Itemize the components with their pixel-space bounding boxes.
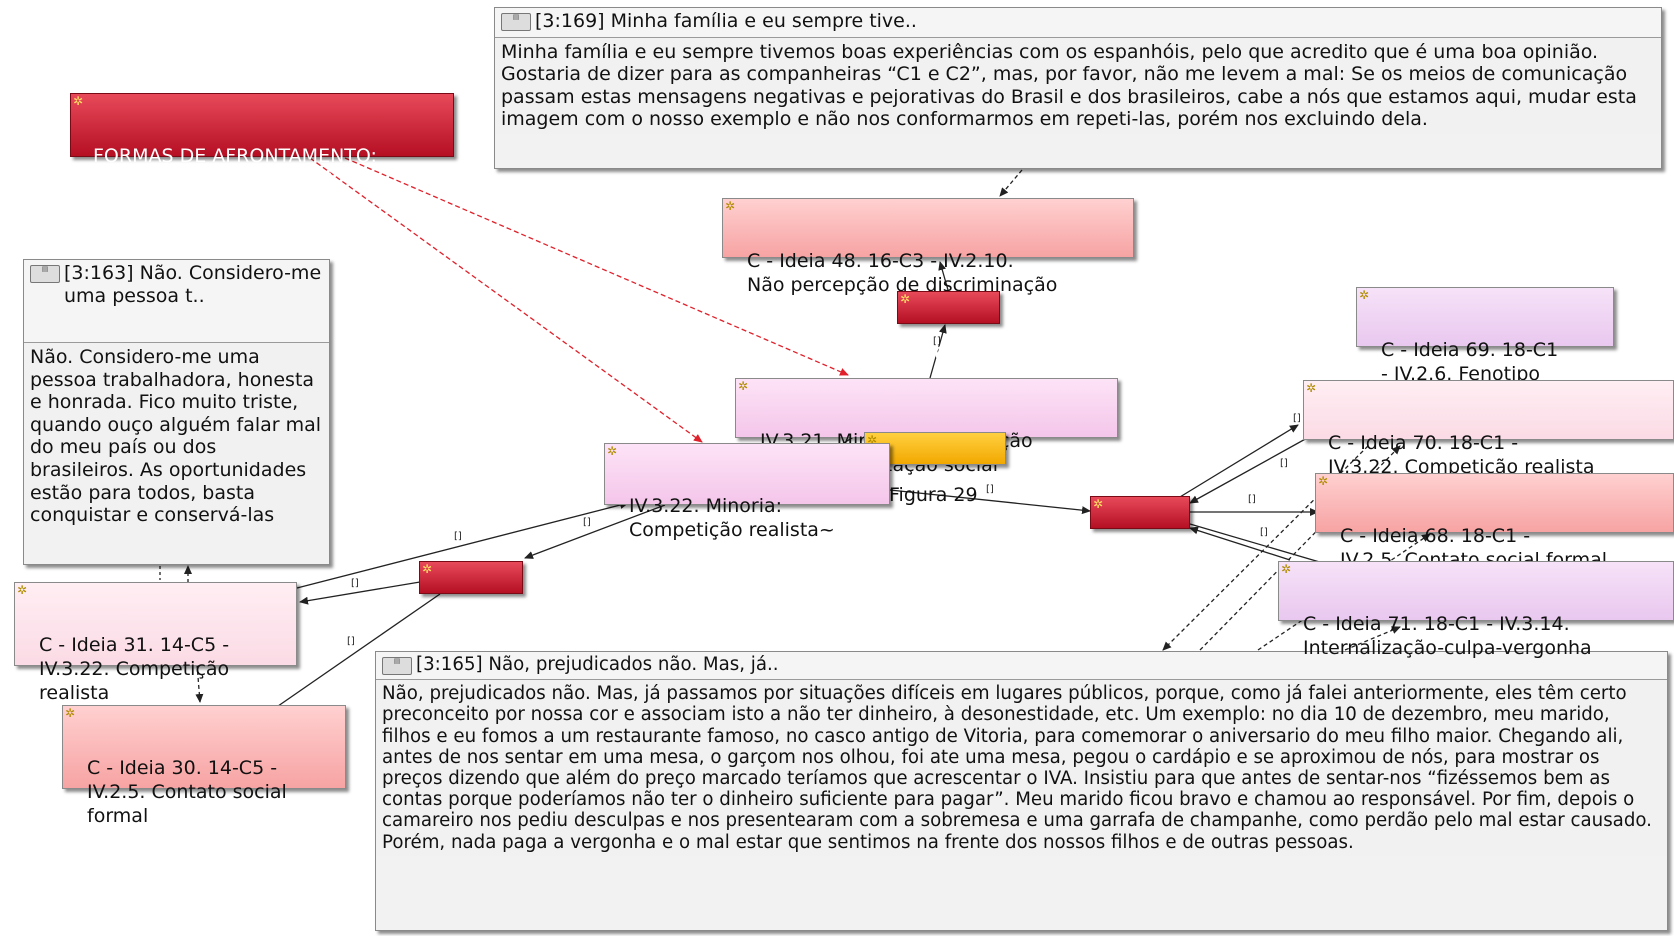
edge-label: [] — [347, 636, 355, 647]
node-label: C - Ideia 71. 18-C1 - IV.3.14. Internali… — [1303, 613, 1592, 659]
edge-iv322-14c5 — [524, 504, 666, 559]
memo-note-icon: ▤ — [382, 657, 412, 675]
edge-formas-iv321 — [344, 157, 849, 376]
memo-header: ▤ [3:163] Não. Considero-me uma pessoa t… — [24, 260, 329, 343]
node-label: FORMAS DE AFRONTAMENTO: COM MAIOR FREQUE… — [93, 145, 377, 191]
edge-18c1-ideia71 — [1189, 523, 1341, 570]
code-star-icon: ✲ — [73, 94, 84, 108]
edge-14c5-ideia30 — [267, 593, 441, 714]
code-star-icon: ✲ — [1306, 381, 1317, 395]
memo-title: [3:165] Não, prejudicados não. Mas, já.. — [416, 654, 779, 675]
memo-body: Não, prejudicados não. Mas, já passamos … — [376, 680, 1667, 856]
memo-3-163[interactable]: ▤ [3:163] Não. Considero-me uma pessoa t… — [23, 259, 330, 565]
node-ideia-69[interactable]: ✲ C - Ideia 69. 18-C1 - IV.2.6. Fenotipo — [1356, 287, 1614, 385]
node-ideia-31[interactable]: ✲ C - Ideia 31. 14-C5 - IV.3.22. Competi… — [14, 582, 297, 704]
node-iv-3-21[interactable]: ✲ IV.3.21. Minoria: Competição social: M… — [735, 378, 1118, 476]
edge-dash-1 — [1162, 445, 1369, 651]
edge-iv322-18c1 — [889, 489, 1091, 515]
memo-header: ▤ [3:165] Não, prejudicados não. Mas, já… — [376, 652, 1667, 681]
memo-body: Não. Considero-me uma pessoa trabalhador… — [24, 343, 329, 530]
edge-dash-4 — [1344, 626, 1401, 651]
code-star-icon: ✲ — [422, 562, 433, 576]
node-ideia-30[interactable]: ✲ C - Ideia 30. 14-C5 - IV.2.5. Contato … — [62, 705, 346, 827]
code-star-icon: ✲ — [738, 379, 749, 393]
code-star-icon: ✲ — [1359, 288, 1370, 302]
node-label: 16-C3 — [922, 343, 979, 365]
edge-label: [] — [1260, 527, 1268, 538]
memo-header: ▤ [3:169] Minha família e eu sempre tive… — [495, 8, 1661, 38]
memo-body: Minha família e eu sempre tivemos boas e… — [495, 37, 1661, 134]
edge-label: [] — [1280, 458, 1288, 469]
edge-label: [] — [1293, 413, 1301, 424]
code-star-icon: ✲ — [607, 444, 618, 458]
node-ideia-48[interactable]: ✲ C - Ideia 48. 16-C3 - IV.2.10. Não per… — [722, 198, 1134, 296]
memo-note-icon: ▤ — [30, 265, 60, 283]
node-formas-de-afrontamento[interactable]: ✲ FORMAS DE AFRONTAMENTO: COM MAIOR FREQ… — [70, 93, 454, 191]
node-label: C - Ideia 31. 14-C5 - IV.3.22. Competiçã… — [39, 634, 230, 704]
edge-label: [] — [933, 336, 941, 347]
node-ideia-70[interactable]: ✲ C - Ideia 70. 18-C1 - IV.3.22. Competi… — [1303, 380, 1674, 478]
edge-14c5-ideia31 — [299, 581, 421, 605]
code-star-icon: ✲ — [1093, 497, 1104, 511]
code-star-icon: ✲ — [725, 199, 736, 213]
edge-ideia71-18c1 — [1189, 526, 1291, 561]
edge-18c1-ideia70 — [1174, 424, 1299, 501]
node-label: C - Ideia 30. 14-C5 - IV.2.5. Contato so… — [87, 757, 287, 827]
node-16-c3[interactable]: ✲ 16-C3 — [897, 291, 1000, 365]
code-star-icon: ✲ — [1318, 474, 1329, 488]
edge-label: [] — [1248, 494, 1256, 505]
memo-title: [3:163] Não. Considero-me uma pessoa t.. — [64, 262, 322, 307]
memo-3-169[interactable]: ▤ [3:169] Minha família e eu sempre tive… — [494, 7, 1662, 169]
edge-label: [] — [454, 531, 462, 542]
edge-ideia31-iv322 — [296, 501, 629, 589]
code-star-icon: ✲ — [900, 292, 911, 306]
edge-ideia70-18c1 — [1189, 431, 1319, 504]
edge-label: [] — [351, 578, 359, 589]
node-label: Figura 29 — [889, 484, 978, 506]
edge-ideia31-ideia30 — [195, 663, 204, 703]
memo-note-icon: ▤ — [501, 13, 531, 31]
node-label: 14-C5 — [444, 613, 501, 635]
edge-label: [] — [583, 517, 591, 528]
node-label: C - Ideia 70. 18-C1 - IV.3.22. Competiçã… — [1328, 432, 1595, 478]
edge-label: [] — [986, 484, 994, 495]
node-18-c1[interactable]: ✲ 18-C1 — [1090, 496, 1190, 570]
code-star-icon: ✲ — [867, 433, 878, 447]
node-ideia-71[interactable]: ✲ C - Ideia 71. 18-C1 - IV.3.14. Interna… — [1278, 561, 1674, 659]
node-label: C - Ideia 69. 18-C1 - IV.2.6. Fenotipo — [1381, 339, 1559, 385]
node-label: C - Ideia 48. 16-C3 - IV.2.10. Não perce… — [747, 250, 1058, 296]
memo-title: [3:169] Minha família e eu sempre tive.. — [535, 10, 917, 32]
code-star-icon: ✲ — [17, 583, 28, 597]
edge-iv321-16c3 — [929, 324, 947, 379]
memo-3-165[interactable]: ▤ [3:165] Não, prejudicados não. Mas, já… — [375, 651, 1668, 931]
node-label: IV.3.22. Minoria: Competição realista~ — [629, 495, 835, 541]
code-star-icon: ✲ — [1281, 562, 1292, 576]
edge-formas-iv322 — [309, 157, 703, 443]
edge-memo169-ideia48 — [999, 169, 1023, 197]
node-ideia-68[interactable]: ✲ C - Ideia 68. 18-C1 - IV.2.5. Contato … — [1315, 473, 1674, 571]
edge-16c3-ideia48 — [938, 261, 949, 291]
node-14-c5[interactable]: ✲ 14-C5 — [419, 561, 523, 635]
node-iv-3-22[interactable]: ✲ IV.3.22. Minoria: Competição realista~ — [604, 443, 890, 541]
code-star-icon: ✲ — [65, 706, 76, 720]
node-label: 18-C1 — [1115, 548, 1172, 570]
